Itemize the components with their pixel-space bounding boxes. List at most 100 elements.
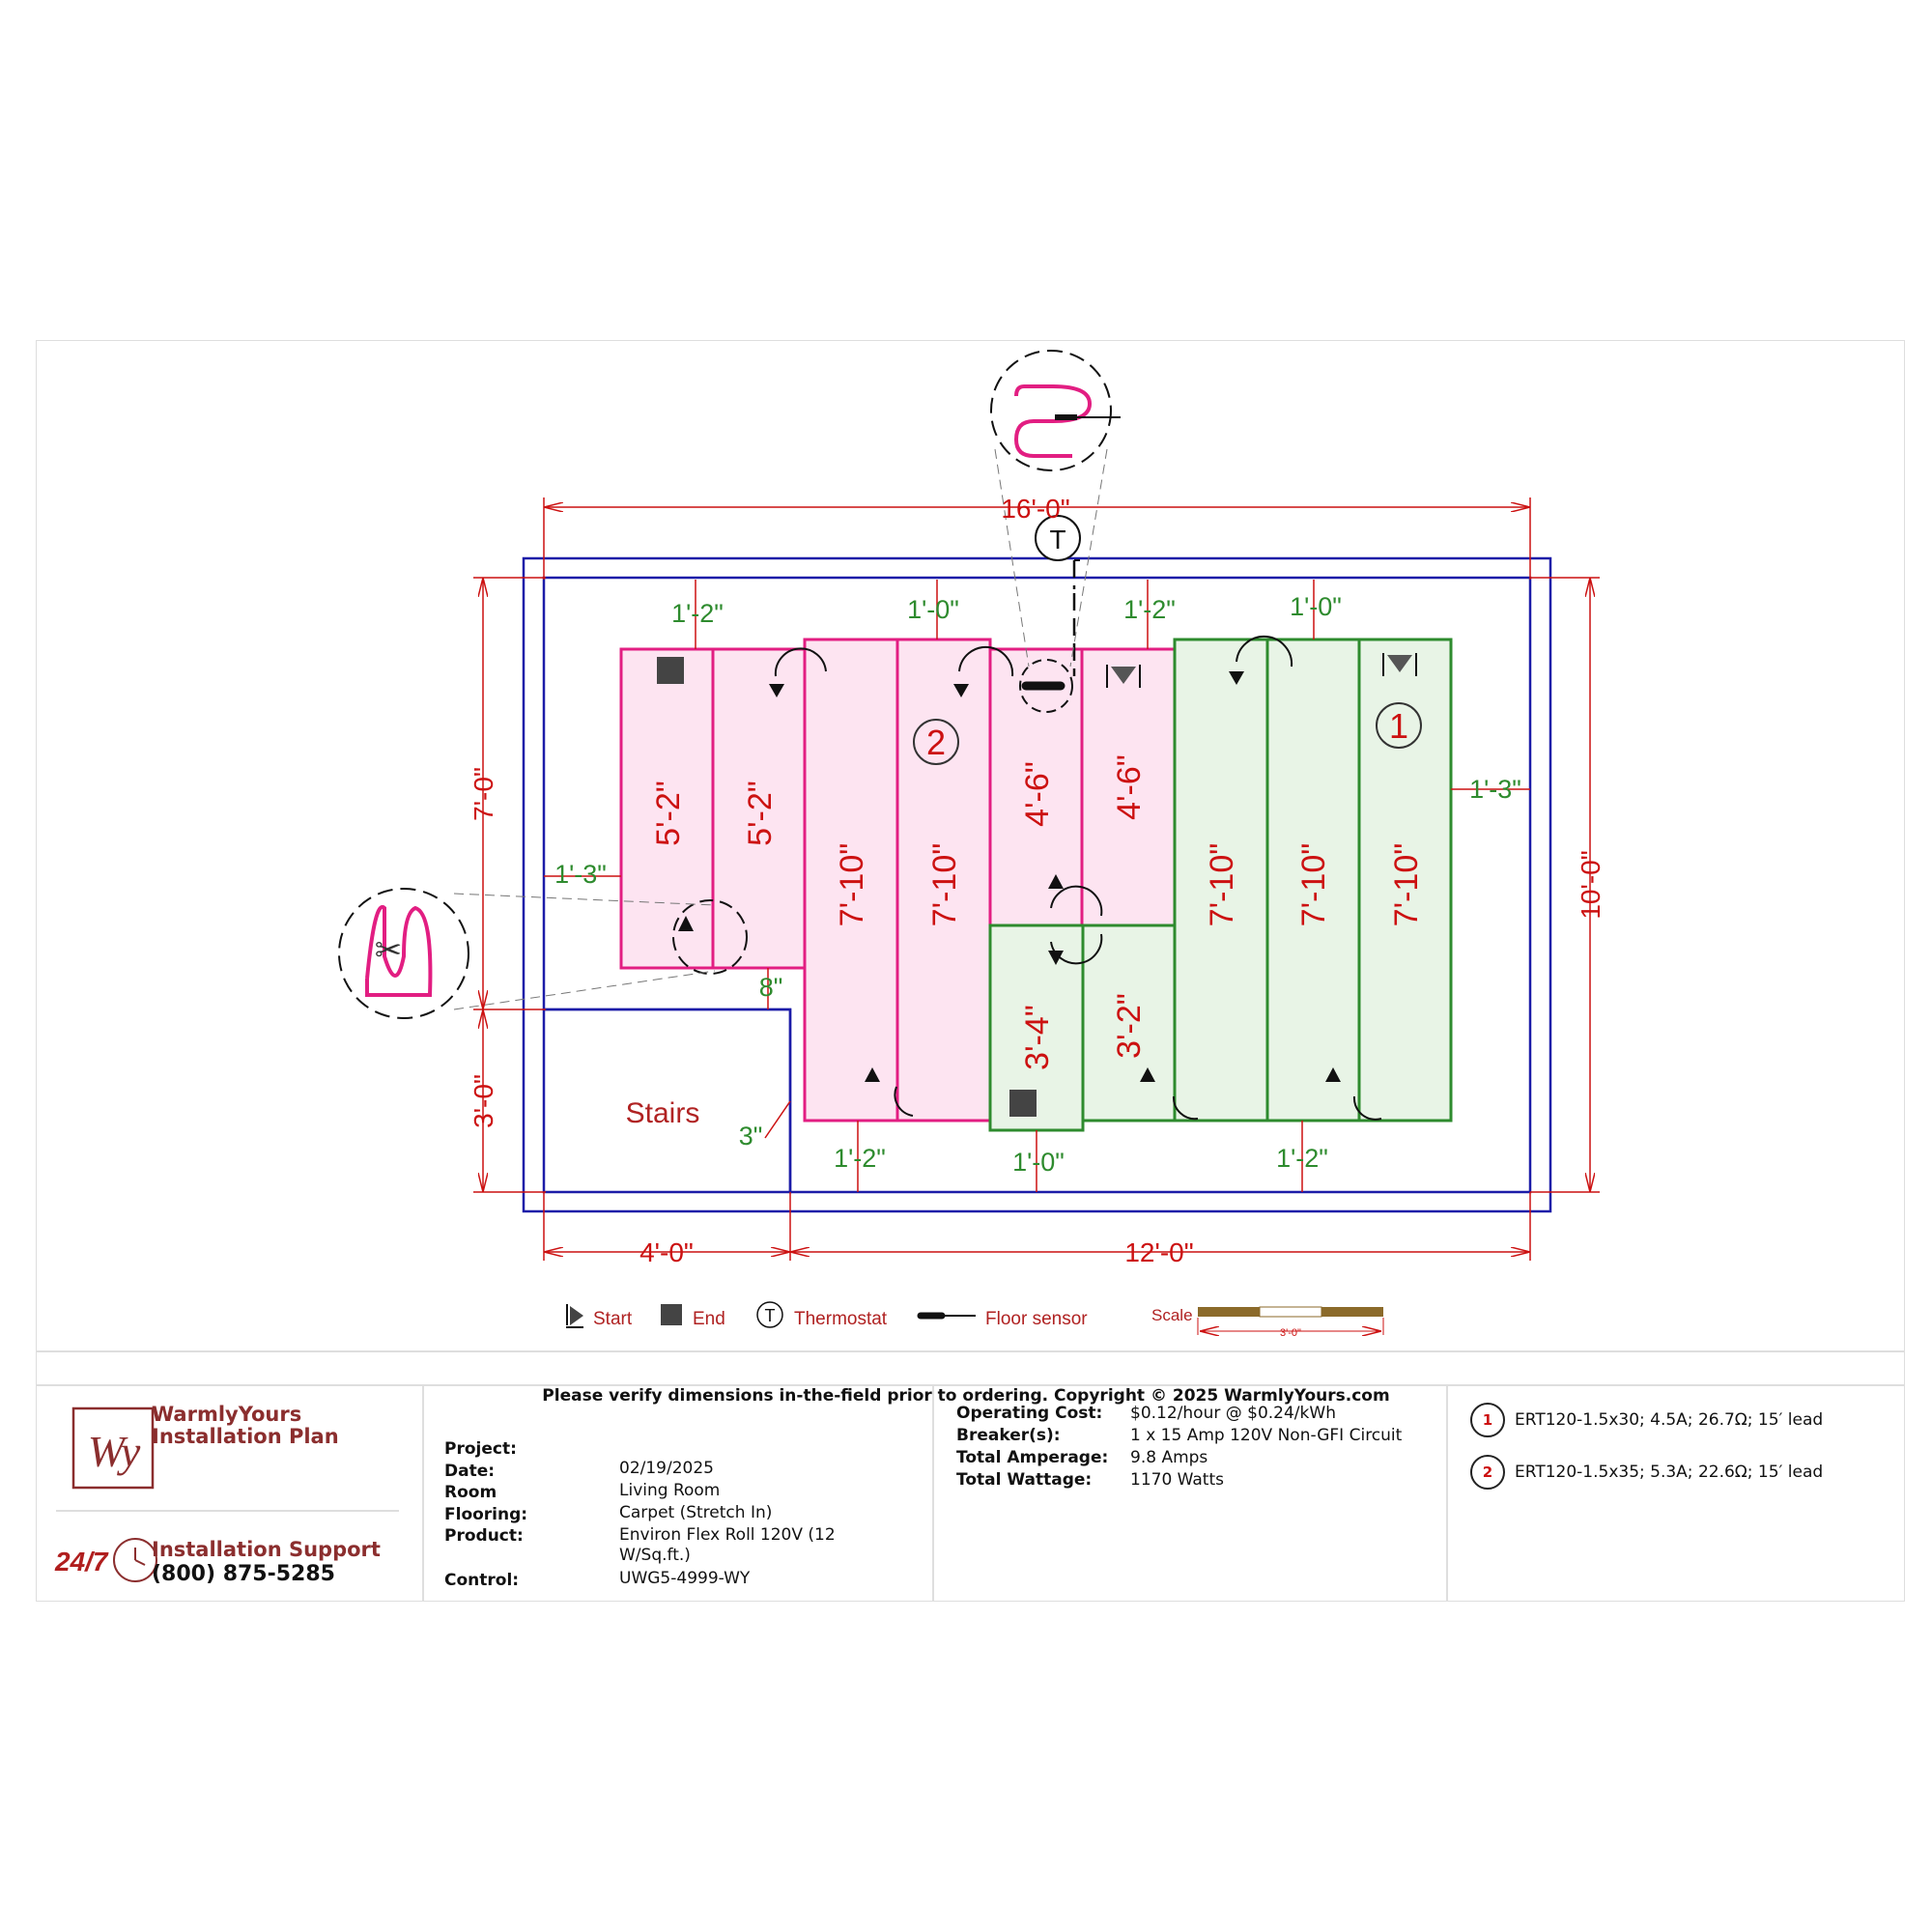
run-length-label: 7'-10": [1388, 843, 1425, 927]
room-outer-outline: [522, 556, 1552, 1213]
scale-value: 3'-0": [1280, 1327, 1301, 1339]
company-logo: Wy: [71, 1406, 155, 1490]
divider: [36, 1384, 1905, 1386]
svg-text:Wy: Wy: [88, 1427, 141, 1476]
direction-arrow: [678, 916, 694, 931]
heater-marker-1: [1376, 702, 1422, 749]
thermostat-symbol: T: [1049, 525, 1065, 554]
room-label: Room: [444, 1483, 497, 1502]
product-label: Product:: [444, 1526, 524, 1546]
turn-arc: [958, 645, 1014, 677]
heater-marker-1-label: 1: [1389, 706, 1408, 746]
legend-end-label: End: [693, 1309, 725, 1329]
wattage-value: 1170 Watts: [1130, 1470, 1224, 1490]
heater-1-run-3: [1173, 638, 1269, 1122]
control-value: UWG5-4999-WY: [619, 1569, 751, 1588]
plan-sheet: [36, 340, 1905, 1602]
run-length-label: 7'-10": [1295, 843, 1332, 927]
flooring-value: Carpet (Stretch In): [619, 1503, 773, 1522]
company-name: WarmlyYours Installation Plan: [152, 1403, 339, 1448]
run-length-label: 5'-2": [742, 781, 779, 846]
sensor-detail: [990, 350, 1121, 668]
direction-arrow: [1140, 1067, 1155, 1082]
dim-overall-height-label: 10'-0": [1576, 850, 1605, 919]
turn-arc: [894, 1086, 914, 1117]
spacing-label: 1'-3": [554, 860, 607, 889]
heater-2-runs: [619, 638, 1177, 1122]
spacing-label: 1'-2": [1276, 1144, 1328, 1173]
turn-arc: [1172, 1095, 1199, 1121]
spacing-label: 1'-0": [907, 595, 959, 624]
operating-cost-value: $0.12/hour @ $0.24/kWh: [1130, 1404, 1336, 1423]
breaker-value: 1 x 15 Amp 120V Non-GFI Circuit: [1130, 1426, 1403, 1445]
run-length-label: 3'-2": [1111, 993, 1148, 1059]
legend-start-label: Start: [593, 1309, 633, 1329]
direction-arrow: [953, 684, 969, 697]
svg-text:✂: ✂: [375, 932, 403, 969]
stairs-label: Stairs: [626, 1097, 700, 1129]
operating-cost-label: Operating Cost:: [956, 1404, 1103, 1423]
heater-spec-text: ERT120-1.5x35; 5.3A; 22.6Ω; 15′ lead: [1515, 1463, 1824, 1482]
dim-overall-width-label: 16'-0": [1001, 494, 1069, 524]
legend: Start End T Thermostat Floor sensor Scal…: [566, 1301, 1384, 1339]
heater-2-run-5: [988, 647, 1084, 927]
project-label: Project:: [444, 1439, 517, 1459]
legend-thermostat-icon: [756, 1301, 783, 1328]
heater-1-run-5: [1357, 638, 1453, 1122]
run-length-label: 7'-10": [1204, 843, 1240, 927]
amperage-value: 9.8 Amps: [1130, 1448, 1208, 1467]
heater-2-run-1: [619, 647, 715, 970]
run-length-label: 7'-10": [834, 843, 870, 927]
direction-arrow: [865, 1067, 880, 1082]
direction-arrow: [1048, 951, 1064, 965]
spacing-label: 1'-2": [671, 599, 724, 628]
direction-arrow: [1048, 874, 1064, 889]
heater-marker-2: [913, 719, 959, 765]
run-length-label: 4'-6": [1111, 754, 1148, 820]
scale-bar: [1197, 1306, 1384, 1335]
end-marker: [1009, 1090, 1037, 1117]
spacing-label: 3": [739, 1122, 763, 1151]
support-247-icon: 24/7: [54, 1538, 157, 1582]
heater-spec-text: ERT120-1.5x30; 4.5A; 26.7Ω; 15′ lead: [1515, 1410, 1824, 1430]
heater-spec-1: 1 ERT120-1.5x30; 4.5A; 26.7Ω; 15′ lead: [1470, 1403, 1823, 1437]
floor-plan: Stairs 5'-2" 5'-2" 7'-10" 7'-10" 4'-6" 4…: [338, 350, 1605, 1339]
turn-arc: [774, 647, 827, 677]
cut-detail-circle: [672, 899, 748, 975]
start-marker: [1382, 653, 1417, 676]
dim-left-lower-label: 3'-0": [469, 1074, 498, 1128]
heater-1-runs: [988, 638, 1453, 1132]
turn-arc: [1050, 885, 1103, 917]
spacing-label: 1'-2": [834, 1144, 886, 1173]
spacing-label: 1'-0": [1290, 592, 1342, 621]
dim-bottom-right-label: 12'-0": [1124, 1237, 1193, 1267]
heater-number-badge: 1: [1470, 1403, 1505, 1437]
support-phone[interactable]: (800) 875-5285: [152, 1562, 335, 1586]
thermostat: [1035, 515, 1081, 561]
product-value: Environ Flex Roll 120V (12 W/Sq.ft.): [619, 1525, 836, 1565]
wattage-label: Total Wattage:: [956, 1470, 1093, 1490]
spacing-label: 1'-0": [1012, 1148, 1065, 1177]
date-value: 02/19/2025: [619, 1459, 714, 1478]
breaker-label: Breaker(s):: [956, 1426, 1061, 1445]
turn-arc: [1352, 1095, 1382, 1121]
scale-label: Scale: [1151, 1306, 1193, 1324]
direction-arrow: [1325, 1067, 1341, 1082]
svg-text:24/7: 24/7: [54, 1547, 109, 1577]
verify-note: Please verify dimensions in-the-field pr…: [542, 1386, 1390, 1406]
amperage-label: Total Amperage:: [956, 1448, 1109, 1467]
end-marker: [657, 657, 684, 684]
support-label: Installation Support: [152, 1538, 381, 1561]
divider: [36, 1350, 1905, 1352]
divider: [1446, 1384, 1448, 1602]
heater-marker-2-label: 2: [926, 723, 946, 762]
spacing-label: 1'-3": [1469, 775, 1521, 804]
floor-sensor: [1019, 659, 1073, 713]
spacing-label: 1'-2": [1123, 595, 1176, 624]
run-length-label: 5'-2": [650, 781, 687, 846]
divider: [56, 1510, 399, 1512]
run-length-label: 7'-10": [926, 843, 963, 927]
spacing-label: 8": [759, 973, 783, 1002]
title-block: [36, 1384, 1905, 1602]
date-label: Date:: [444, 1462, 496, 1481]
